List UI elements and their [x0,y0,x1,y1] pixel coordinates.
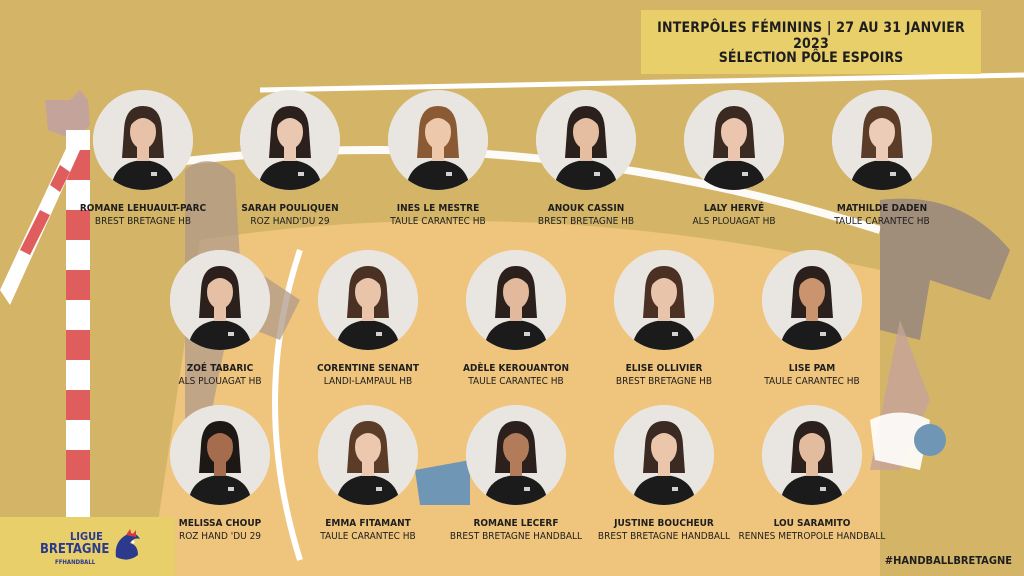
player-card: ADÈLE KEROUANTON TAULE CARANTEC HB [431,250,601,400]
logo-line-ffhandball: FFHANDBALL [55,559,96,566]
player-card: LOU SARAMITO RENNES METROPOLE HANDBALL [727,405,897,555]
player-card: MATHILDE DADEN TAULE CARANTEC HB [797,90,967,240]
player-name: ROMANE LECERF [473,518,559,529]
player-name: ROMANE LEHUAULT-PARC [79,203,207,214]
player-photo [240,90,340,190]
player-photo [466,250,566,350]
player-card: LISE PAM TAULE CARANTEC HB [727,250,897,400]
header-banner: INTERPÔLES FÉMININS | 27 AU 31 JANVIER 2… [641,10,981,74]
player-photo [93,90,193,190]
player-club: ROZ HAND'DU 29 [250,216,330,227]
player-card: MELISSA CHOUP ROZ HAND 'DU 29 [135,405,305,555]
player-card: EMMA FITAMANT TAULE CARANTEC HB [283,405,453,555]
logo-line-ligue: LIGUE [70,530,103,543]
player-club: RENNES METROPOLE HANDBALL [738,531,886,542]
player-photo [466,405,566,505]
player-card: CORENTINE SENANT LANDI-LAMPAUL HB [283,250,453,400]
player-photo [318,405,418,505]
player-name: EMMA FITAMANT [325,518,411,529]
player-name: ELISE OLLIVIER [625,363,703,374]
player-club: TAULE CARANTEC HB [468,376,564,387]
player-card: ANOUK CASSIN BREST BRETAGNE HB [501,90,671,240]
player-card: INES LE MESTRE TAULE CARANTEC HB [353,90,523,240]
player-club: ROZ HAND 'DU 29 [178,531,262,542]
player-photo [318,250,418,350]
player-photo [762,405,862,505]
player-club: TAULE CARANTEC HB [764,376,860,387]
player-club: TAULE CARANTEC HB [834,216,930,227]
logo-line-bretagne: BRETAGNE [40,542,110,557]
player-name: ADÈLE KEROUANTON [462,363,570,374]
player-card: SARAH POULIQUEN ROZ HAND'DU 29 [205,90,375,240]
selection-subtitle: SÉLECTION PÔLE ESPOIRS [718,50,904,66]
player-card: JUSTINE BOUCHEUR BREST BRETAGNE HANDBALL [579,405,749,555]
player-photo [614,250,714,350]
player-photo [614,405,714,505]
player-card: ZOÉ TABARIC ALS PLOUAGAT HB [135,250,305,400]
player-photo [762,250,862,350]
player-club: ALS PLOUAGAT HB [178,376,262,387]
player-club: BREST BRETAGNE HB [615,376,713,387]
player-name: MATHILDE DADEN [836,203,928,214]
player-card: LALY HERVÉ ALS PLOUAGAT HB [649,90,819,240]
player-club: BREST BRETAGNE HB [537,216,635,227]
player-photo [684,90,784,190]
player-card: ROMANE LEHUAULT-PARC BREST BRETAGNE HB [58,90,228,240]
player-name: CORENTINE SENANT [317,363,419,374]
event-title: INTERPÔLES FÉMININS | 27 AU 31 JANVIER 2… [657,20,965,52]
player-club: ALS PLOUAGAT HB [692,216,776,227]
player-name: MELISSA CHOUP [178,518,262,529]
player-club: LANDI-LAMPAUL HB [323,376,413,387]
player-name: LOU SARAMITO [773,518,851,529]
player-club: TAULE CARANTEC HB [390,216,486,227]
player-card: ROMANE LECERF BREST BRETAGNE HANDBALL [431,405,601,555]
player-name: JUSTINE BOUCHEUR [614,518,714,529]
player-name: INES LE MESTRE [396,203,480,214]
player-photo [388,90,488,190]
league-logo: LIGUE BRETAGNE FFHANDBALL [0,517,175,576]
player-photo [170,250,270,350]
player-photo [832,90,932,190]
player-club: TAULE CARANTEC HB [320,531,416,542]
hashtag: #HANDBALLBRETAGNE [884,554,1012,567]
player-name: LISE PAM [788,363,836,374]
player-name: ANOUK CASSIN [547,203,625,214]
rooster-icon [115,529,140,560]
player-club: BREST BRETAGNE HB [94,216,192,227]
player-club: BREST BRETAGNE HANDBALL [597,531,731,542]
player-photo [170,405,270,505]
player-name: LALY HERVÉ [703,203,765,214]
player-card: ELISE OLLIVIER BREST BRETAGNE HB [579,250,749,400]
player-photo [536,90,636,190]
player-club: BREST BRETAGNE HANDBALL [449,531,583,542]
player-name: SARAH POULIQUEN [241,203,339,214]
player-name: ZOÉ TABARIC [186,363,254,374]
